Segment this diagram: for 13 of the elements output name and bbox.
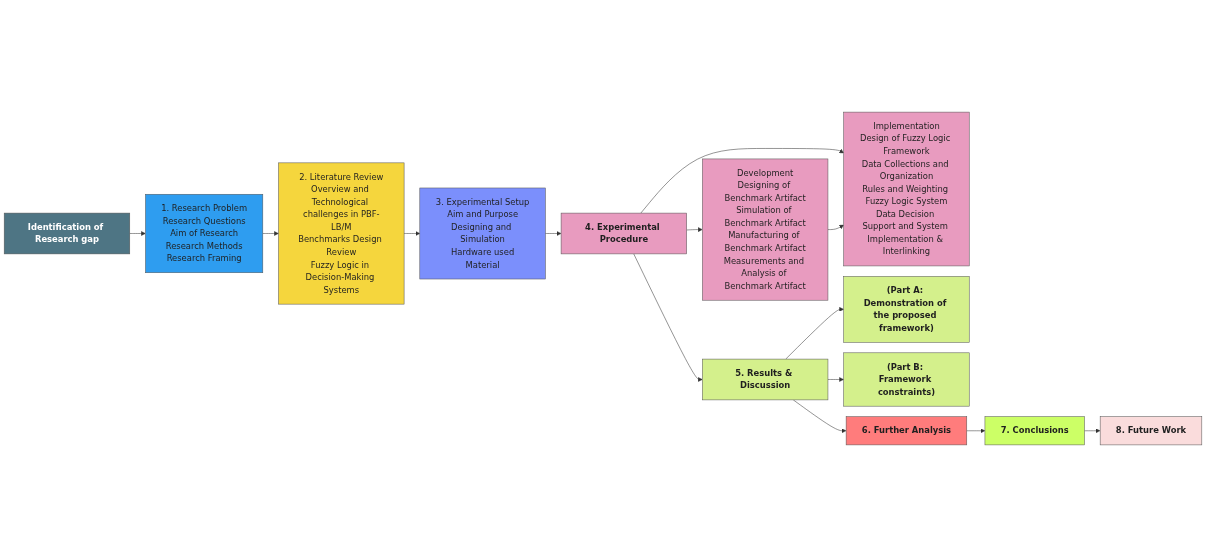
node-box: 1. Research Problem Research Questions Aim of Research Research Methods Research Framing bbox=[145, 194, 264, 273]
node-box: 5. Results & Discussion bbox=[702, 358, 829, 401]
node-box: 2. Literature Review Overview and Technological challenges in PBF-LB/M Benchmarks Design Review Fuzzy Logic in Decision-Making Systems bbox=[278, 162, 405, 305]
node-box: 3. Experimental Setup Aim and Purpose Designing and Simulation Hardware used Material bbox=[419, 187, 546, 280]
node-box: Development Designing of Benchmark Artifact Simulation of Benchmark Artifact Manufacturing of Benchmark Artifact Measurements and Analysis of Benchmark Artifact bbox=[702, 158, 829, 301]
node-box: 4. Experimental Procedure bbox=[560, 212, 687, 255]
node-box: 7. Conclusions bbox=[984, 416, 1085, 446]
node-box: 8. Future Work bbox=[1099, 416, 1203, 446]
node-box: Identification of Research gap bbox=[3, 212, 131, 255]
node-box: (Part B: Framework constraints) bbox=[843, 352, 970, 407]
node-box: 6. Further Analysis bbox=[845, 416, 968, 446]
node-box: (Part A: Demonstration of the proposed framework) bbox=[843, 276, 970, 343]
node-box: Implementation Design of Fuzzy Logic Framework Data Collections and Organization Rules and Weighting Fuzzy Logic System Data Decision Support and System Implementation & Interlinking bbox=[843, 111, 970, 267]
